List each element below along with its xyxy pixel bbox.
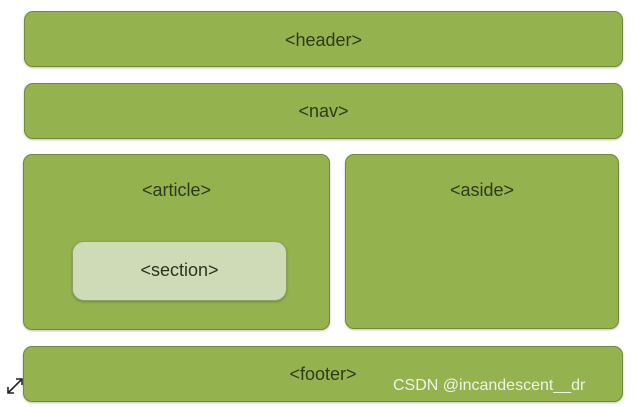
- section-box: <section>: [72, 241, 287, 301]
- header-label: <header>: [284, 30, 363, 50]
- footer-label: <footer>: [289, 364, 357, 384]
- article-box: <article> <section>: [23, 154, 330, 330]
- footer-box: <footer>: [23, 346, 623, 402]
- nav-box: <nav>: [24, 83, 623, 139]
- nav-label: <nav>: [298, 101, 349, 121]
- section-label: <section>: [140, 260, 219, 280]
- watermark-text: CSDN @incandescent__dr: [393, 377, 586, 394]
- diagonal-resize-icon[interactable]: [3, 374, 27, 398]
- header-box: <header>: [24, 11, 623, 67]
- article-label: <article>: [141, 180, 212, 200]
- aside-box: <aside>: [345, 154, 619, 329]
- aside-label: <aside>: [449, 180, 515, 200]
